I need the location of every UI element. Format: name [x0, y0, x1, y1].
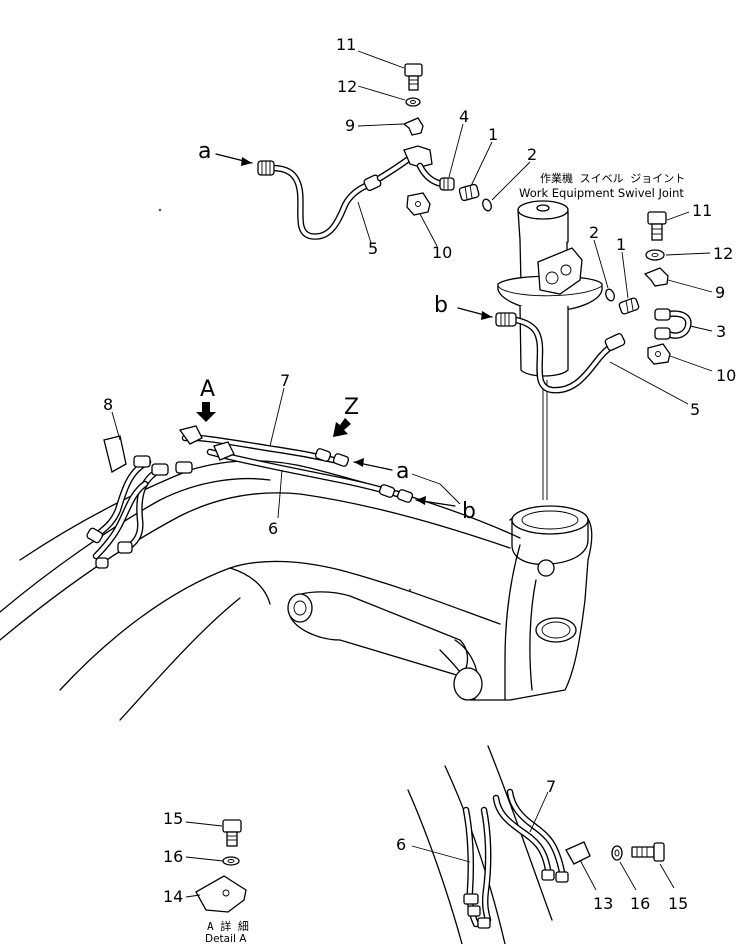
callout-11-right: 11	[692, 201, 712, 220]
clamp-9-top	[402, 117, 424, 136]
callout-12-top: 12	[337, 77, 357, 96]
letter-b-boom: b	[462, 499, 476, 524]
o-ring-2-right	[605, 288, 615, 302]
boom-structure	[0, 460, 593, 721]
swivel-joint: 作業機 スイベル ジョイント Work Equipment Swivel Joi…	[497, 171, 685, 500]
callout-1-right: 1	[616, 235, 626, 254]
callout-2-right: 2	[589, 223, 599, 242]
clamp-14-detail	[195, 875, 247, 913]
callout-12-right: 12	[713, 244, 733, 263]
letter-view-Z: Z	[344, 395, 359, 420]
callout-15-detail: 15	[163, 809, 183, 828]
callout-15-bottom: 15	[668, 894, 688, 913]
arrow-a-top	[215, 153, 253, 166]
letter-a-top: a	[198, 139, 211, 164]
detail-A: 15 16 14 A 詳 細 Detail A	[163, 809, 249, 944]
hose-5-top	[257, 145, 446, 240]
washer-12-right	[645, 249, 665, 261]
letter-a-boom: a	[396, 459, 409, 484]
boom-tubes: 8 7 6 A Z a b	[86, 371, 476, 569]
swivel-title-en: Work Equipment Swivel Joint	[519, 186, 684, 200]
callout-7-bottom: 7	[546, 777, 556, 796]
fitting-1-top	[458, 183, 480, 202]
callout-16-bottom: 16	[630, 894, 650, 913]
arrow-b-mid	[457, 307, 493, 320]
detail-title-jp: A 詳 細	[207, 919, 249, 933]
top-hose-assembly: 11 12 9 4 1 2 5 10 a	[198, 35, 537, 262]
clamp-9-right	[643, 267, 669, 287]
callout-7: 7	[280, 371, 290, 390]
washer-16-bottom	[611, 845, 623, 861]
bolt-15-detail	[222, 819, 242, 847]
hose-5-right	[495, 312, 626, 394]
bolt-11-right	[647, 211, 667, 241]
callout-8: 8	[103, 395, 113, 414]
callout-11-top: 11	[336, 35, 356, 54]
clamp-13	[565, 841, 591, 865]
o-ring-2-top	[482, 198, 492, 212]
fitting-4	[439, 177, 455, 191]
letter-view-A: A	[200, 377, 215, 402]
callout-5-right: 5	[690, 400, 700, 419]
view-arrow-A	[196, 402, 216, 422]
bolt-15-bottom	[631, 842, 665, 862]
callout-1-top: 1	[488, 125, 498, 144]
right-hose-assembly: 2 1 11 12 9 3 10 5 b	[434, 201, 736, 419]
callout-16-detail: 16	[163, 847, 183, 866]
washer-16-detail	[222, 856, 240, 866]
callout-4: 4	[459, 107, 469, 126]
detail-title-en: Detail A	[205, 933, 247, 944]
clamp-10-right	[647, 343, 671, 365]
callout-10-right: 10	[716, 366, 736, 385]
view-arrow-Z	[333, 418, 351, 437]
callout-9-right: 9	[715, 283, 725, 302]
fitting-1-right	[618, 297, 640, 315]
callout-2-top: 2	[527, 145, 537, 164]
swivel-title-jp: 作業機 スイベル ジョイント	[540, 171, 685, 185]
callout-13: 13	[593, 894, 613, 913]
view-Z: 6 7 13 16 15	[396, 745, 688, 944]
clamp-10-top	[406, 192, 431, 216]
callout-9-top: 9	[345, 116, 355, 135]
bolt-11-top	[404, 63, 423, 91]
hose-3	[654, 308, 692, 340]
callout-6: 6	[268, 519, 278, 538]
callout-10-top: 10	[432, 243, 452, 262]
washer-12-top	[405, 97, 421, 107]
letter-b-mid: b	[434, 293, 448, 318]
callout-3: 3	[716, 322, 726, 341]
callout-5-left: 5	[368, 239, 378, 258]
callout-6-bottom: 6	[396, 835, 406, 854]
callout-14-detail: 14	[163, 887, 183, 906]
